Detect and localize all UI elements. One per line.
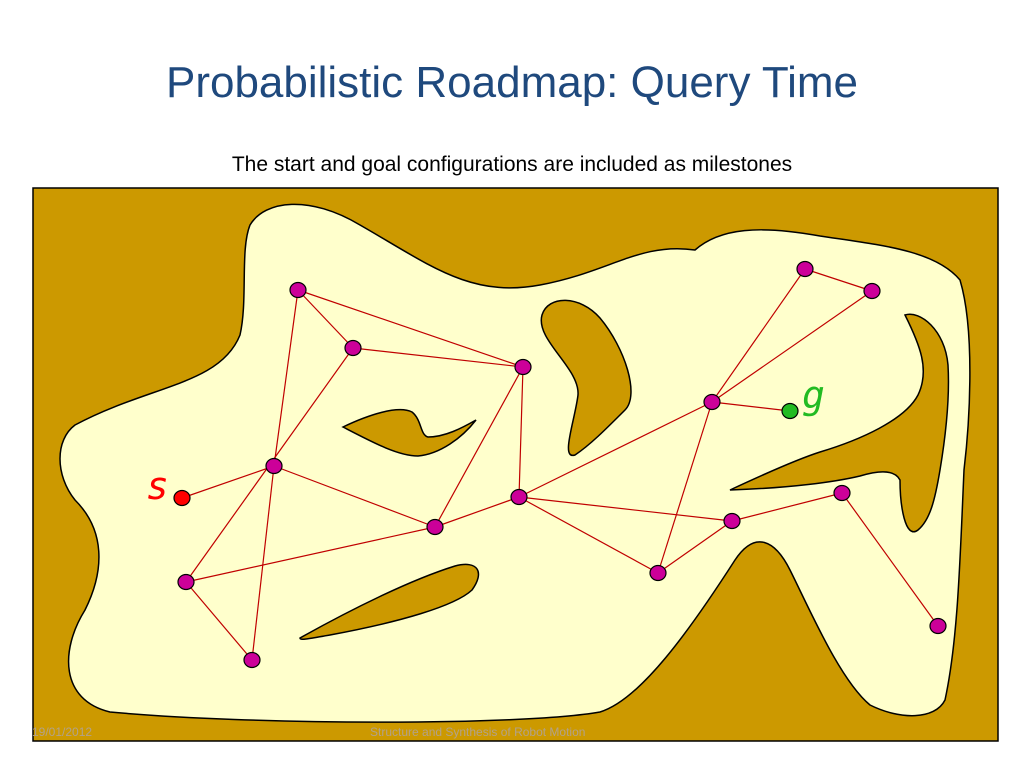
slide-title: Probabilistic Roadmap: Query Time (165, 58, 859, 107)
roadmap-edge (518, 496, 659, 574)
roadmap-edge (434, 496, 520, 528)
roadmap-edge (731, 492, 843, 522)
goal-node (781, 402, 799, 420)
milestone-node (426, 518, 444, 536)
roadmap-edge (518, 366, 524, 498)
milestone-node (929, 617, 947, 635)
slide-subtitle: The start and goal configurations are in… (231, 153, 793, 176)
roadmap-edge (273, 465, 436, 528)
roadmap-edge (352, 347, 524, 368)
roadmap-edge (297, 289, 524, 368)
roadmap-edge (518, 401, 713, 498)
milestone-node (510, 488, 528, 506)
roadmap-edge (518, 496, 733, 522)
obstacle-notch (341, 408, 477, 457)
milestone-node (863, 282, 881, 300)
milestone-node (514, 358, 532, 376)
roadmap-edge (841, 492, 939, 627)
roadmap-edge (181, 465, 275, 499)
milestone-node (703, 393, 721, 411)
footer-date: 19/01/2012 (32, 725, 93, 739)
milestone-node (796, 260, 814, 278)
start-label: s (146, 464, 169, 508)
roadmap-edge (657, 520, 733, 574)
milestone-node (723, 512, 741, 530)
roadmap-edge (711, 290, 873, 403)
free-space-region (59, 203, 971, 723)
roadmap-edge (273, 289, 299, 467)
milestone-node (833, 484, 851, 502)
start-node (173, 489, 191, 507)
obstacle-crescent (540, 299, 632, 456)
roadmap-edge (804, 268, 873, 292)
roadmap-edge (297, 289, 354, 349)
roadmap-edge (434, 366, 524, 528)
goal-label: g (802, 373, 825, 417)
milestone-node (289, 281, 307, 299)
roadmap-edge (657, 401, 713, 574)
milestone-node (344, 339, 362, 357)
roadmap-edge (711, 401, 791, 412)
roadmap-edge (711, 268, 806, 403)
roadmap-edges (181, 268, 939, 661)
roadmap-edge (251, 465, 275, 661)
milestone-node (243, 651, 261, 669)
roadmap-edge (185, 581, 253, 661)
milestone-node (177, 573, 195, 591)
footer-course: Structure and Synthesis of Robot Motion (370, 725, 586, 739)
milestone-node (649, 564, 667, 582)
obstacle-lower-sliver (299, 563, 480, 640)
milestone-node (265, 457, 283, 475)
obstacle-right-spike (729, 313, 950, 533)
roadmap-edge (185, 526, 436, 583)
roadmap-milestones (173, 260, 947, 669)
